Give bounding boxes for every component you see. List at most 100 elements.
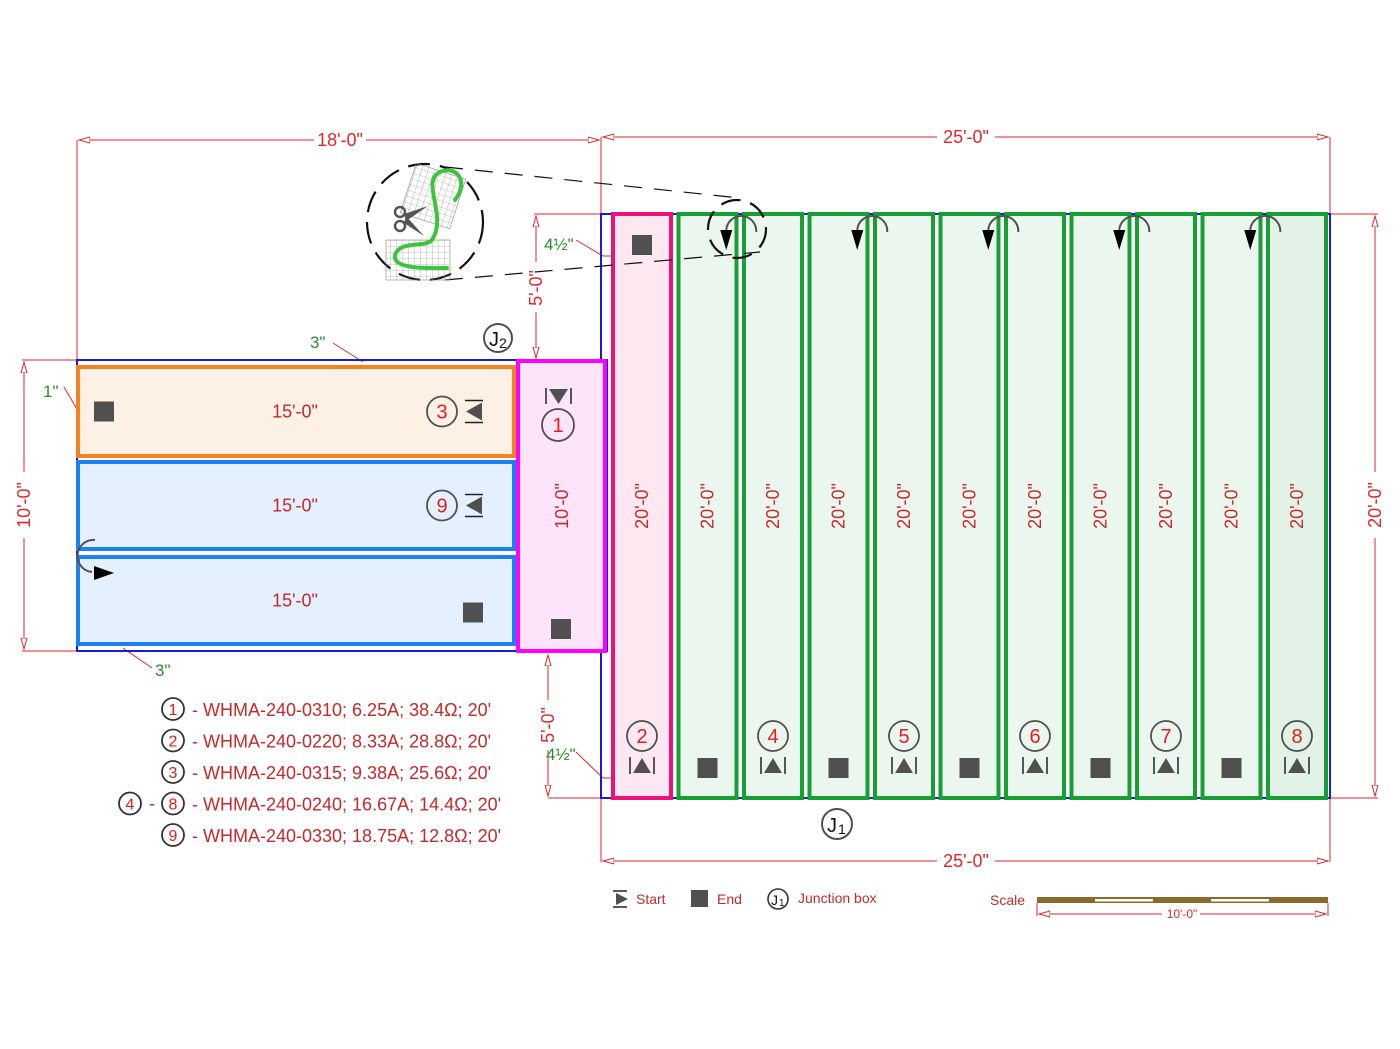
mat-length: 20'-0" (763, 483, 783, 529)
mat-length: 15'-0" (272, 496, 318, 516)
legend-number: 8 (169, 797, 178, 814)
end-marker-icon (1221, 758, 1242, 778)
key-end-label: End (717, 891, 742, 907)
mat-strip[interactable]: 20'-0" (1069, 212, 1132, 800)
end-key-icon (691, 890, 708, 907)
note-offset-lower: 4½" (546, 745, 612, 779)
symbol-key: Start End J 1 Junction box (613, 888, 877, 910)
mat-strip[interactable]: 20'-0" (676, 212, 739, 800)
mat-number: 6 (1029, 726, 1040, 748)
key-junction-label: Junction box (798, 890, 877, 906)
end-marker-icon (632, 235, 652, 255)
dimension-top-left: 18'-0" (76, 130, 599, 362)
note-edge-bottom: 3" (122, 647, 171, 680)
legend-row: 4-8 - WHMA-240-0240; 16.67A; 14.4Ω; 20' (118, 791, 501, 816)
mat-legend: 1- WHMA-240-0310; 6.25A; 38.4Ω; 20'2- WH… (118, 697, 501, 847)
legend-number: 3 (169, 765, 178, 782)
turn-arrows (720, 214, 1282, 250)
mat-number: 9 (436, 496, 447, 518)
end-marker-icon (959, 758, 980, 778)
mat-length: 20'-0" (1156, 483, 1176, 529)
legend-spec: - WHMA-240-0310; 6.25A; 38.4Ω; 20' (192, 700, 491, 720)
turn-arrow-icon (851, 214, 889, 250)
mat-strip[interactable]: 20'-0" (1200, 212, 1263, 800)
mat-number-badge (1150, 720, 1182, 752)
turn-arrow-icon (982, 214, 1020, 250)
mat-number: 4 (767, 726, 778, 748)
end-marker-icon (1090, 758, 1111, 778)
legend-row: 3- WHMA-240-0315; 9.38A; 25.6Ω; 20' (161, 760, 491, 784)
mat-strip-7[interactable]: 20'-0"7 (1135, 212, 1197, 800)
junction-box-j2[interactable]: J 2 (483, 323, 513, 353)
mat-number-badge (541, 408, 575, 442)
start-key-icon (613, 890, 628, 908)
mat-strip-5[interactable]: 20'-0"5 (873, 212, 935, 800)
dimension-label: 18'-0" (317, 130, 363, 150)
start-marker-icon (465, 399, 483, 424)
dimension-label: 25'-0" (943, 127, 989, 147)
legend-range-sep: - (149, 794, 155, 814)
legend-number: 4 (126, 797, 135, 814)
note-label: 3" (155, 661, 171, 680)
mat-number-badge (426, 395, 458, 428)
start-marker-icon (891, 757, 917, 774)
mat-strip-8[interactable]: 20'-0" 8 (1266, 212, 1328, 800)
scale-label: Scale (990, 892, 1025, 908)
detail-callout (365, 162, 768, 282)
scale-length: 10'-0" (1167, 907, 1198, 921)
mat-length: 20'-0" (1287, 483, 1307, 529)
dimension-label: 5'-0" (538, 707, 558, 743)
mat-1[interactable]: 1 10'-0" (516, 359, 607, 653)
mat-number: 8 (1291, 726, 1302, 748)
legend-row: 1- WHMA-240-0310; 6.25A; 38.4Ω; 20' (161, 697, 491, 721)
mat-strip-4[interactable]: 20'-0" 4 (742, 212, 804, 800)
mat-length: 20'-0" (1091, 483, 1111, 529)
legend-badge (161, 760, 185, 784)
legend-badge (118, 791, 142, 816)
mat-number-badge (888, 720, 920, 752)
note-label: 3" (310, 333, 326, 352)
legend-spec: - WHMA-240-0240; 16.67A; 14.4Ω; 20' (192, 795, 501, 815)
start-marker-icon (629, 757, 655, 774)
svg-text:J: J (771, 892, 778, 908)
mat-length: 20'-0" (894, 483, 914, 529)
mat-9-return[interactable]: 15'-0" (76, 555, 516, 646)
legend-badge (161, 728, 185, 753)
dimension-gap-lower: 5'-0" (538, 655, 601, 799)
legend-spec: - WHMA-240-0220; 8.33A; 28.8Ω; 20' (192, 732, 491, 752)
mat-strip-6[interactable]: 20'-0" 6 (1004, 212, 1066, 800)
mat-length: 20'-0" (1025, 483, 1045, 529)
dimension-label: 20'-0" (1365, 482, 1385, 528)
legend-row: 9 - WHMA-240-0330; 18.75A; 12.8Ω; 20' (161, 823, 501, 847)
svg-text:1: 1 (779, 898, 785, 909)
junction-box-sub: 2 (499, 335, 507, 351)
mat-strip-2[interactable]: 20'-0"2 (611, 212, 673, 800)
mat-strip[interactable]: 20'-0" (807, 212, 870, 800)
legend-number: 9 (169, 828, 178, 845)
start-marker-icon (545, 388, 572, 404)
junction-box-j1[interactable]: J 1 (821, 808, 853, 840)
note-edge-top: 3" (310, 333, 364, 363)
end-marker-icon (463, 602, 483, 623)
legend-spec: - WHMA-240-0330; 18.75A; 12.8Ω; 20' (192, 826, 501, 846)
dimension-label: 25'-0" (943, 851, 989, 871)
note-label: 4½" (546, 745, 576, 764)
mat-9[interactable]: 15'-0" 9 (76, 460, 516, 551)
junction-box-label: J (489, 329, 499, 351)
mat-length: 20'-0" (1222, 483, 1242, 529)
note-offset-upper: 4½" (544, 235, 612, 257)
start-marker-icon (1022, 757, 1048, 774)
mat-3[interactable]: 15'-0"3 (76, 365, 516, 458)
mat-length: 20'-0" (698, 483, 718, 529)
dimension-label: 5'-0" (526, 270, 546, 306)
mat-strip[interactable]: 20'-0" (938, 212, 1001, 800)
note-label: 1" (43, 382, 59, 401)
key-start-label: Start (636, 891, 666, 907)
mat-length: 15'-0" (272, 402, 318, 422)
mat-length: 15'-0" (272, 591, 318, 611)
dimension-label: 10'-0" (14, 482, 34, 528)
mat-number-badge (426, 489, 458, 522)
scissors-icon (393, 205, 428, 236)
dimension-top-right: 25'-0" (600, 127, 1331, 214)
